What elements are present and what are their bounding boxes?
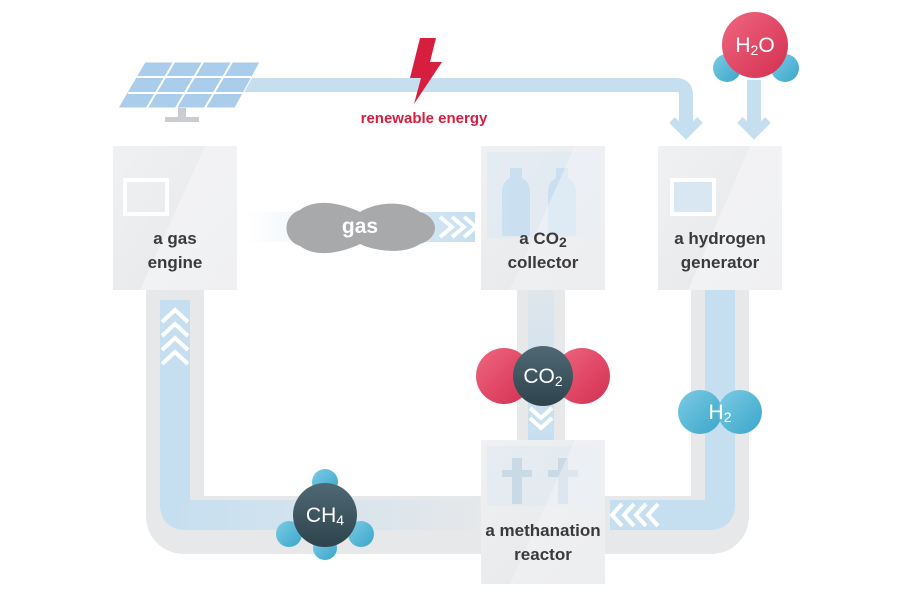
co2-collector-label-1: a CO2 <box>519 229 567 250</box>
reactor-pipes-icon <box>502 458 578 504</box>
methanation-reactor-label-2: reactor <box>514 545 572 564</box>
co2-collector-unit: a CO2 collector <box>481 146 605 290</box>
methanation-reactor-label-1: a methanation <box>485 521 600 540</box>
carbon-dioxide-formula: CO2 <box>523 365 563 389</box>
gas-cloud: gas <box>286 202 435 254</box>
water-molecule-icon: H2O <box>713 12 799 82</box>
methanation-reactor-unit: a methanation reactor <box>481 440 605 584</box>
carbon-dioxide-molecule-icon: CO2 <box>476 346 610 406</box>
methane-molecule-icon: CH4 <box>276 469 374 560</box>
hydrogen-generator-label-2: generator <box>681 253 760 272</box>
lightning-icon <box>410 38 442 104</box>
flow-chevrons-left <box>609 502 660 528</box>
methane-flow <box>160 300 483 530</box>
gas-engine-label-1: a gas <box>153 229 196 248</box>
renewable-energy-label: renewable energy <box>361 110 488 127</box>
water-formula: H2O <box>735 34 774 58</box>
renewable-energy-flow <box>235 78 771 140</box>
methane-formula: CH4 <box>306 504 344 528</box>
cycle-track <box>146 290 749 554</box>
gas-label: gas <box>342 215 378 238</box>
engine-window-icon <box>123 178 169 216</box>
flow-chevrons-up <box>160 307 190 366</box>
hydrogen-generator-label-1: a hydrogen <box>674 229 766 248</box>
gas-engine-unit: a gas engine <box>113 146 237 290</box>
co2-collector-label-2: collector <box>508 253 579 272</box>
hydrogen-molecule-icon: H2 <box>678 390 762 434</box>
gas-cylinders-icon <box>502 168 576 236</box>
generator-window-icon <box>670 178 716 216</box>
hydrogen-formula: H2 <box>709 401 732 425</box>
gas-engine-label-2: engine <box>148 253 203 272</box>
flow-chevrons-right <box>438 215 480 239</box>
hydrogen-flow <box>609 290 735 530</box>
hydrogen-generator-unit: a hydrogen generator <box>658 146 782 290</box>
solar-panel-icon <box>117 61 261 122</box>
